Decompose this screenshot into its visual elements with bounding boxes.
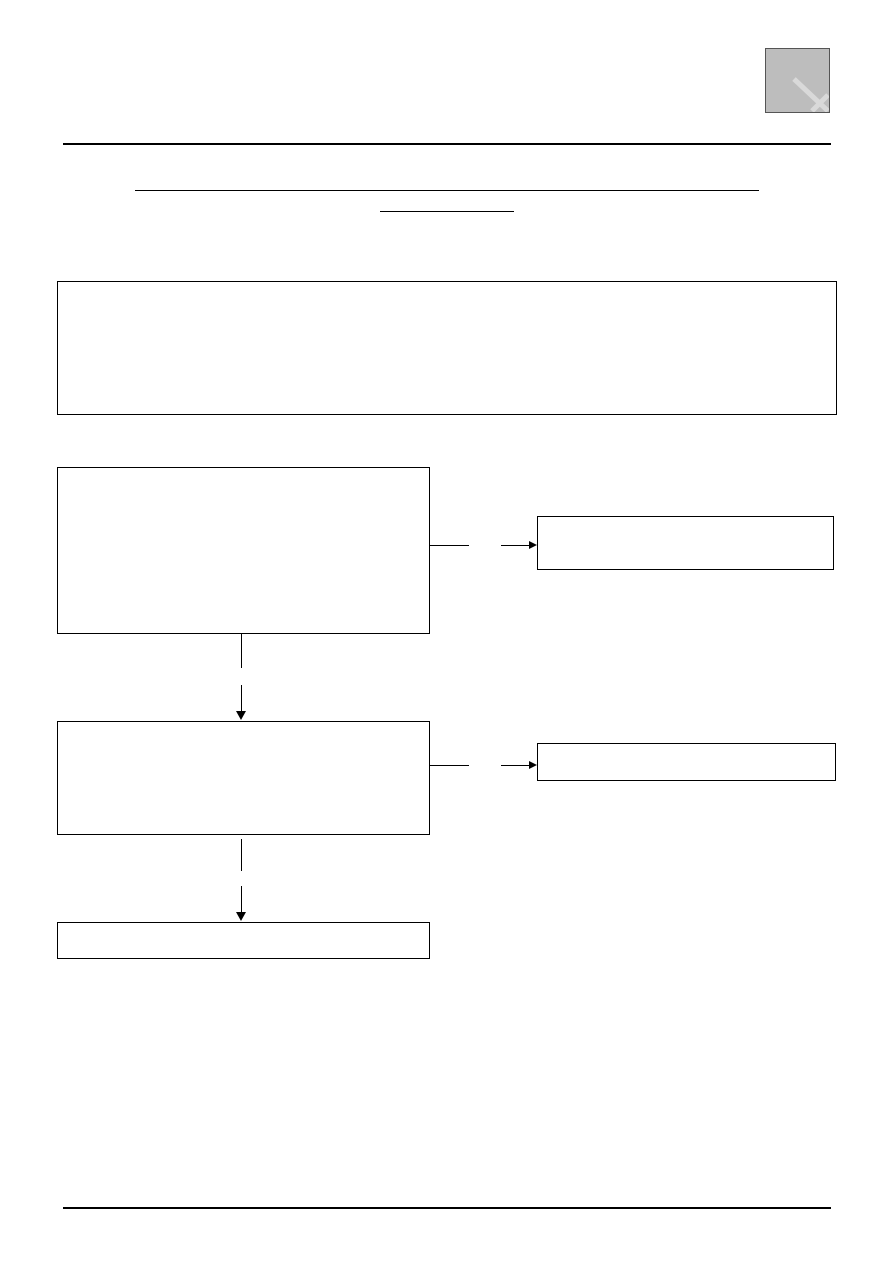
brand-logo-icon xyxy=(765,48,830,113)
final-box xyxy=(57,922,430,959)
step1-down-arrow-shaft xyxy=(241,685,242,712)
step2-right-connector xyxy=(430,765,469,766)
step1-right-arrowhead xyxy=(529,541,537,549)
step1-down-arrowhead xyxy=(236,711,246,720)
step2-right-arrow-shaft xyxy=(501,765,529,766)
intro-box xyxy=(57,281,837,415)
title-line-2 xyxy=(380,192,514,212)
title-underline-1 xyxy=(135,190,759,191)
step1-right-connector xyxy=(430,545,469,546)
step2-down-arrowhead xyxy=(236,912,246,921)
step1-right-arrow-shaft xyxy=(501,545,529,546)
title-underline-2 xyxy=(380,211,514,212)
step1-down-connector xyxy=(241,634,242,668)
step1-result-box xyxy=(537,516,834,570)
header-rule xyxy=(63,143,831,145)
step2-right-arrowhead xyxy=(529,761,537,769)
step2-down-connector xyxy=(241,839,242,871)
footer-rule xyxy=(63,1207,831,1209)
title-line-1 xyxy=(135,170,759,190)
brand-logo-mark xyxy=(792,77,829,112)
step2-box xyxy=(57,721,430,835)
footer-text xyxy=(63,1213,831,1229)
step1-box xyxy=(57,467,430,634)
step2-down-arrow-shaft xyxy=(241,886,242,913)
step2-result-box xyxy=(537,743,836,781)
